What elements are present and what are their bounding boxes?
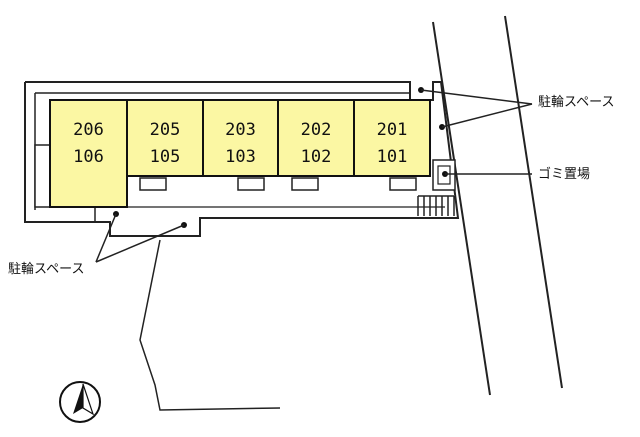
unit-upper-label: 203 bbox=[225, 120, 256, 140]
ac-unit-1 bbox=[139, 177, 167, 191]
unit-lower-label: 106 bbox=[73, 147, 104, 167]
north-arrow-icon bbox=[59, 381, 101, 423]
stairs bbox=[417, 195, 455, 216]
lot-line-lower bbox=[139, 239, 281, 411]
unit-upper-label: 202 bbox=[301, 120, 332, 140]
leader-bike-top bbox=[420, 89, 533, 105]
ac-unit-2 bbox=[237, 177, 265, 191]
unit-upper-label: 201 bbox=[377, 120, 408, 140]
unit-206-106 bbox=[49, 99, 128, 208]
leader-bike-left-1 bbox=[95, 213, 117, 263]
ac-unit-4 bbox=[389, 177, 417, 191]
unit-upper-label: 206 bbox=[73, 120, 104, 140]
label-bike-parking-left: 駐輪スペース bbox=[8, 261, 84, 277]
label-bike-parking-right: 駐輪スペース bbox=[538, 94, 614, 110]
building-units: 206 106 205 105 203 103 202 102 201 101 bbox=[49, 99, 431, 208]
label-garbage: ゴミ置場 bbox=[538, 166, 590, 182]
road-line-right bbox=[504, 15, 563, 389]
road-line-left bbox=[432, 21, 491, 396]
leader-bike-right bbox=[441, 103, 533, 128]
unit-upper-label: 205 bbox=[150, 120, 181, 140]
unit-202-102 bbox=[277, 99, 355, 177]
unit-lower-label: 101 bbox=[377, 147, 408, 167]
side-annex bbox=[34, 144, 52, 208]
unit-lower-label: 105 bbox=[150, 147, 181, 167]
leader-bike-left-2 bbox=[95, 224, 185, 263]
unit-lower-label: 102 bbox=[301, 147, 332, 167]
ac-unit-3 bbox=[291, 177, 319, 191]
unit-201-101 bbox=[353, 99, 431, 177]
unit-lower-label: 103 bbox=[225, 147, 256, 167]
